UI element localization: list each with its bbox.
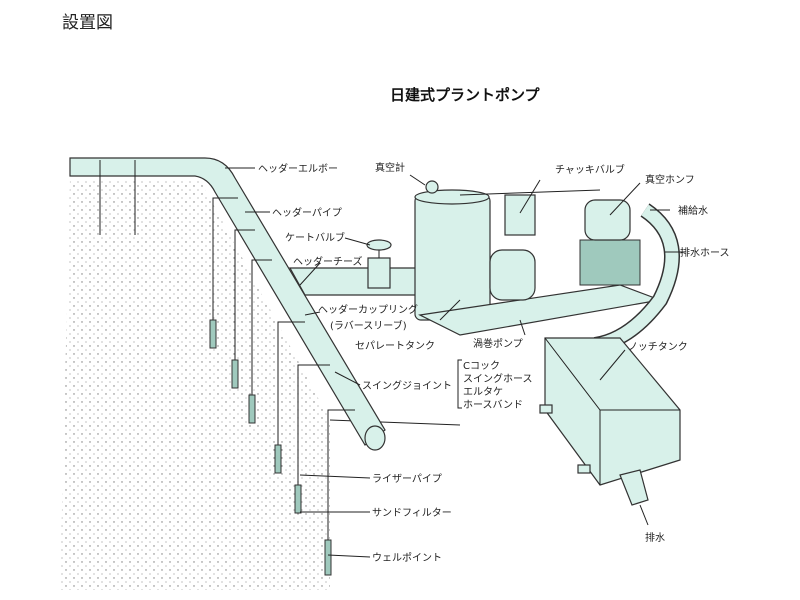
check-valve	[504, 194, 536, 236]
label-header-coupling: ヘッダーカップリング	[318, 303, 418, 316]
ground-edge	[329, 419, 461, 426]
label-drainage: 排水	[645, 531, 665, 544]
gate-valve-handle	[366, 239, 392, 251]
label-riser-pipe: ライザーパイプ	[372, 473, 442, 485]
label-part-swing-hose: スイングホース	[463, 372, 533, 385]
label-part-hose-band: ホースバンド	[463, 399, 523, 411]
header-tee	[288, 267, 421, 296]
label-gate-valve: ケートバルブ	[285, 231, 345, 244]
header-pipe-end	[364, 425, 386, 451]
label-makeup-water: 補給水	[678, 204, 708, 217]
diagram-title: 日建式プラントポンプ	[390, 86, 541, 104]
label-part-eltake: エルタケ	[463, 386, 503, 398]
separate-tank	[414, 194, 491, 321]
label-vacuum-gauge: 真空計	[375, 161, 405, 174]
label-check-valve: チャッキバルブ	[555, 163, 625, 176]
label-sand-filter: サンドフィルター	[372, 507, 452, 519]
label-well-point: ウェルポイント	[372, 552, 442, 564]
label-header-elbow: ヘッダーエルボー	[258, 162, 338, 175]
label-rubber-sleeve: (ラバースリーブ)	[330, 319, 407, 332]
label-drain-hose: 排水ホース	[680, 246, 730, 259]
outlet-pipe	[619, 469, 649, 506]
label-separate-tank: セパレートタンク	[355, 340, 435, 352]
label-vacuum-pump: 真空ホンフ	[645, 173, 695, 186]
label-notch-tank: ノッチタンク	[628, 341, 688, 353]
leader-lines	[225, 167, 685, 558]
label-header-pipe: ヘッダーパイプ	[272, 206, 342, 219]
riser-pipes	[99, 160, 355, 575]
header-pipe	[69, 157, 386, 446]
page-title: 設置図	[62, 13, 113, 33]
motor	[579, 239, 641, 286]
well-points	[209, 319, 332, 576]
vacuum-pump	[584, 199, 631, 241]
gate-valve-body	[367, 257, 391, 289]
ground-soil	[60, 180, 330, 590]
label-part-c-cock: Cコック	[463, 360, 500, 372]
vacuum-gauge	[425, 180, 439, 194]
label-header-tee: ヘッダーチーズ	[293, 255, 363, 268]
label-centrifugal-pump: 渦巻ポンプ	[473, 338, 523, 350]
notch-tank	[544, 337, 681, 486]
centrifugal-pump	[489, 249, 536, 301]
label-swing-joint: スイングジョイント	[362, 379, 452, 392]
pipe-top	[459, 189, 601, 196]
